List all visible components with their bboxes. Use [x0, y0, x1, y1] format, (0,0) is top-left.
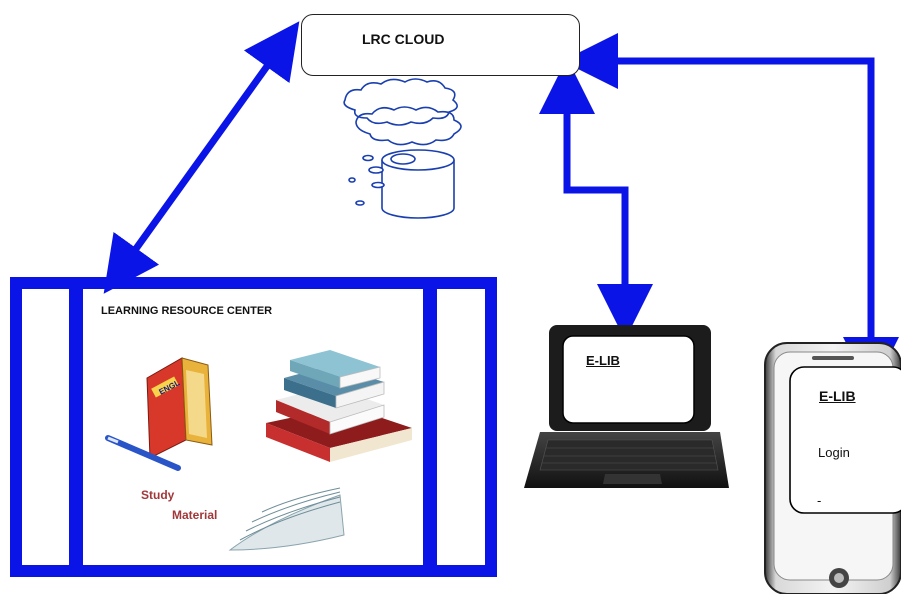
study-material-label-line2: Material	[172, 508, 217, 522]
arrow-laptop-to-cloud	[539, 58, 653, 340]
smartphone-icon	[764, 342, 901, 594]
book-stack-icon	[266, 350, 412, 462]
learning-center-title: LEARNING RESOURCE CENTER	[101, 305, 273, 317]
lrc-cloud-title: LRC CLOUD	[362, 31, 445, 47]
phone-login-label[interactable]: Login	[818, 445, 850, 460]
cloud-icon	[343, 78, 462, 146]
database-icon	[348, 149, 455, 219]
lrc-cloud-box	[301, 14, 580, 76]
open-book-icon	[105, 357, 213, 471]
arrow-phone-to-cloud	[562, 33, 899, 393]
study-material-image	[135, 487, 345, 557]
study-material-label-line1: Study	[141, 488, 175, 502]
phone-dash: -	[817, 493, 822, 508]
phone-elib-title: E-LIB	[819, 388, 856, 404]
laptop-icon	[524, 325, 729, 488]
arrow-lrc-to-cloud	[103, 21, 300, 294]
laptop-elib-title: E-LIB	[586, 353, 620, 368]
